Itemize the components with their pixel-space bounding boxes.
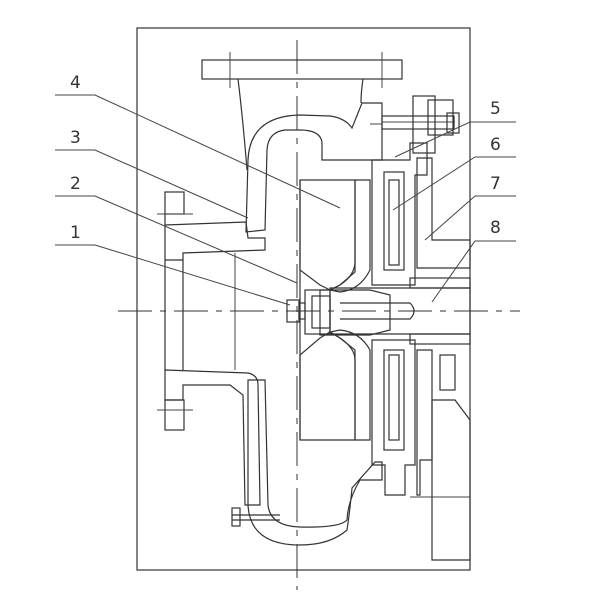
- part-label-8: 8: [490, 218, 501, 238]
- leader-6: [392, 156, 516, 211]
- part-label-7: 7: [490, 174, 501, 194]
- leader-5: [394, 121, 516, 158]
- part-label-4: 4: [70, 73, 81, 93]
- leader-1: [55, 244, 291, 306]
- impeller-nut: [286, 289, 331, 335]
- leader-4: [55, 94, 341, 209]
- casing-bolt: [370, 112, 460, 134]
- part-label-5: 5: [490, 99, 501, 119]
- leader-2: [55, 195, 298, 284]
- leader-lines-right: [392, 121, 516, 303]
- leader-7: [424, 195, 516, 241]
- part-label-2: 2: [70, 174, 81, 194]
- part-label-6: 6: [490, 135, 501, 155]
- leader-8: [431, 240, 516, 303]
- leader-3: [55, 149, 249, 219]
- part-label-1: 1: [70, 223, 81, 243]
- seal-housing: [371, 142, 428, 496]
- pump-casing: [157, 102, 383, 546]
- bearing-bracket: [410, 95, 471, 561]
- leader-lines-left: [55, 94, 341, 306]
- part-label-3: 3: [70, 128, 81, 148]
- center-lines: [118, 40, 520, 590]
- discharge-flange: [201, 52, 403, 171]
- impeller: [299, 179, 391, 441]
